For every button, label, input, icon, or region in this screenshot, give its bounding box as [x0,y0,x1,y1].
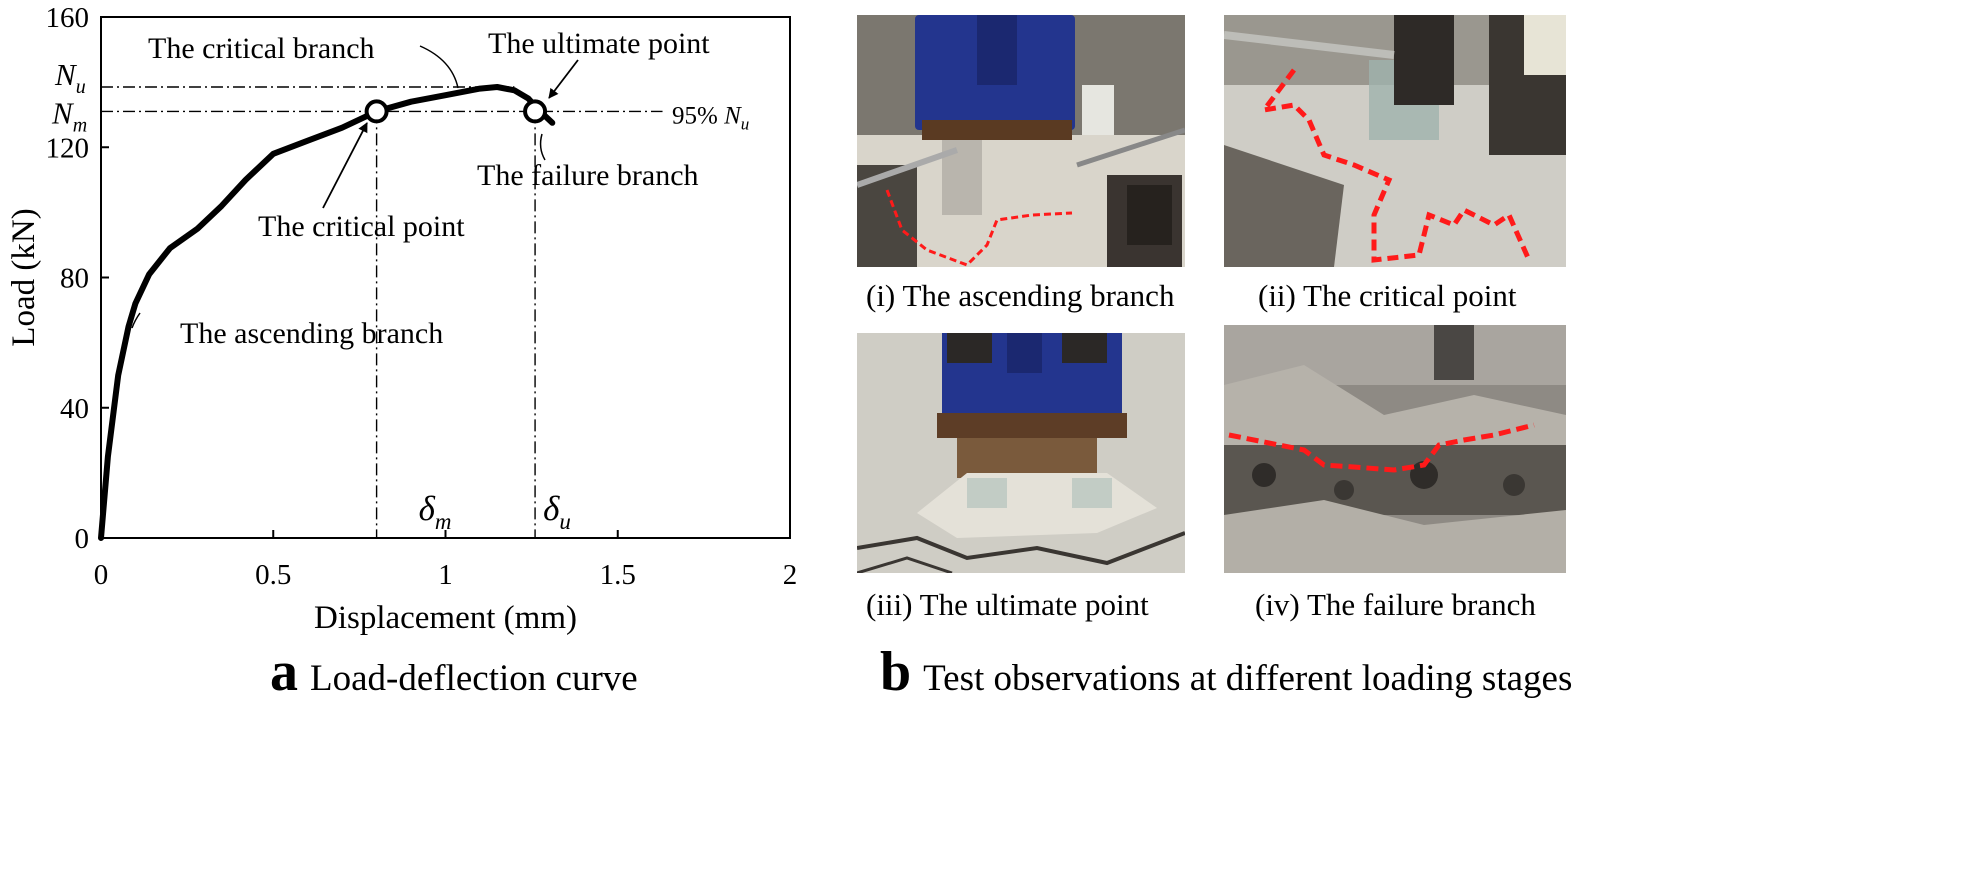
photo-ascending-branch [857,15,1185,267]
failure-branch-label: The failure branch [477,159,699,192]
reference-lines [101,86,663,538]
panel-b-caption: Test observations at different loading s… [923,658,1573,699]
panel-b-letter: b [880,641,912,703]
critical-point-arrow [322,122,368,209]
photo-critical-point [1224,15,1566,267]
critical-branch-leader [419,45,459,89]
load-curve [98,84,556,541]
x-tick-label: 1.5 [600,559,636,591]
panel-a-title: a Load-deflection curve [270,640,638,704]
caption-critical-point: (ii) The critical point [1258,278,1517,313]
ascending-branch-leader [131,312,141,329]
ultimate-point-label: The ultimate point [488,27,710,60]
caption-ascending-branch: (i) The ascending branch [866,278,1175,313]
delta-m-label: δm [419,489,452,534]
panel-b-title: b Test observations at different loading … [880,640,1572,704]
caption-failure-branch: (iv) The failure branch [1255,587,1536,622]
photo-failure-branch [1224,325,1566,573]
y-tick-label: 0 [75,523,90,555]
y-axis-label: Load (kN) [6,208,42,346]
panel-a-letter: a [270,641,298,703]
photo-ultimate-point [857,333,1185,573]
ascending-branch-label: The ascending branch [180,317,443,350]
critical-point-label: The critical point [258,210,465,243]
critical-branch-label: The critical branch [148,32,375,65]
failure-branch-leader [539,133,546,161]
x-tick-label: 0.5 [255,559,291,591]
x-tick-label: 1 [438,559,453,591]
ultimate-point-arrow [548,59,579,99]
panel-a-caption: Load-deflection curve [310,658,638,699]
pct-nu-label: 95% Nu [672,102,749,133]
x-tick-label: 0 [94,559,109,591]
y-tick-label: 80 [60,263,89,295]
delta-u-label: δu [543,489,571,534]
load-series-line [98,84,556,541]
critical-point-marker [364,99,389,124]
nm-label: Nm [51,95,87,136]
nu-label: Nu [54,57,86,98]
y-tick-label: 160 [46,2,90,34]
y-tick-label: 120 [46,132,90,164]
y-tick-label: 40 [60,393,89,425]
caption-ultimate-point: (iii) The ultimate point [866,587,1149,622]
x-tick-label: 2 [783,559,798,591]
ultimate-point-marker [523,99,548,124]
x-axis-label: Displacement (mm) [314,600,577,636]
